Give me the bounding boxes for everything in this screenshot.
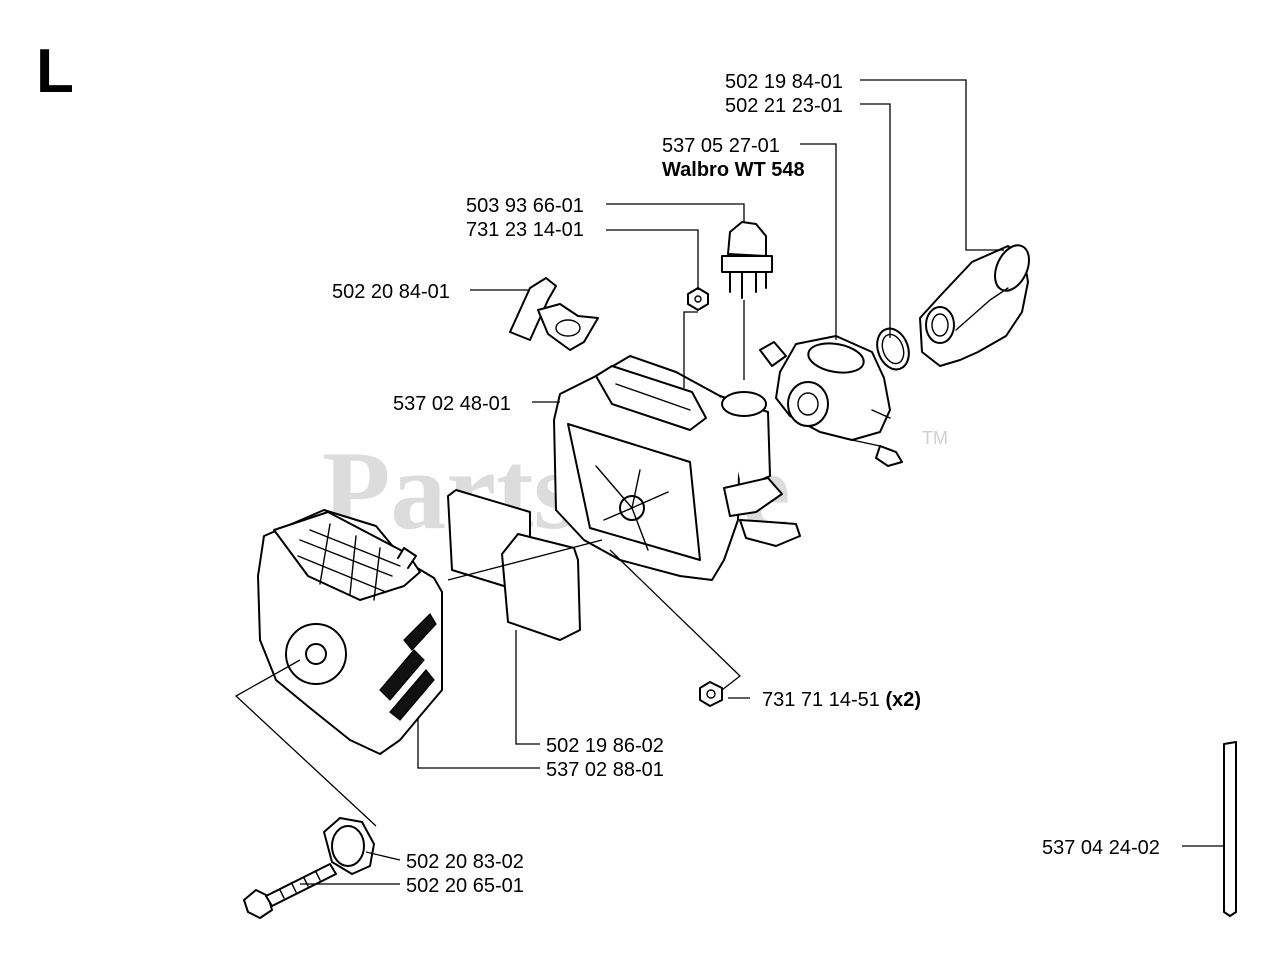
- part-label-537052701: 537 05 27-01: [662, 135, 780, 157]
- fuel-hose-drawing: [1223, 741, 1237, 917]
- knob-drawing: [323, 817, 375, 875]
- screw-drawing: [243, 863, 337, 919]
- part-label-537024801: 537 02 48-01: [393, 393, 511, 415]
- carburetor-model-label: Walbro WT 548: [662, 159, 805, 181]
- part-label-502198401: 502 19 84-01: [725, 71, 843, 93]
- part-label-731711451: 731 71 14-51 (x2): [762, 689, 921, 711]
- small-nut-drawing: [687, 287, 709, 311]
- intake-elbow-drawing: [919, 244, 1030, 367]
- part-label-503936601: 503 93 66-01: [466, 195, 584, 217]
- part-label-537028801: 537 02 88-01: [546, 759, 664, 781]
- part-label-502206501: 502 20 65-01: [406, 875, 524, 897]
- filter-holder-drawing: [553, 355, 801, 581]
- air-filter-drawing: [447, 489, 581, 641]
- gasket-ring-drawing: [876, 327, 910, 371]
- part-label-502208302: 502 20 83-02: [406, 851, 524, 873]
- watermark-trademark: TM: [922, 428, 948, 448]
- section-letter: L: [36, 37, 74, 106]
- part-label-502208401: 502 20 84-01: [332, 281, 450, 303]
- part-label-502198602: 502 19 86-02: [546, 735, 664, 757]
- part-label-731231401: 731 23 14-01: [466, 219, 584, 241]
- nut-drawing: [699, 681, 723, 707]
- choke-lever-drawing: [509, 277, 599, 351]
- filter-cover-drawing: [257, 509, 443, 755]
- primer-bulb-drawing: [721, 221, 773, 299]
- leader-lines: [234, 79, 1224, 885]
- carburetor-drawing: [759, 335, 903, 467]
- part-label-502212301: 502 21 23-01: [725, 95, 843, 117]
- quantity-label: (x2): [885, 689, 921, 711]
- part-label-537042402: 537 04 24-02: [1042, 837, 1160, 859]
